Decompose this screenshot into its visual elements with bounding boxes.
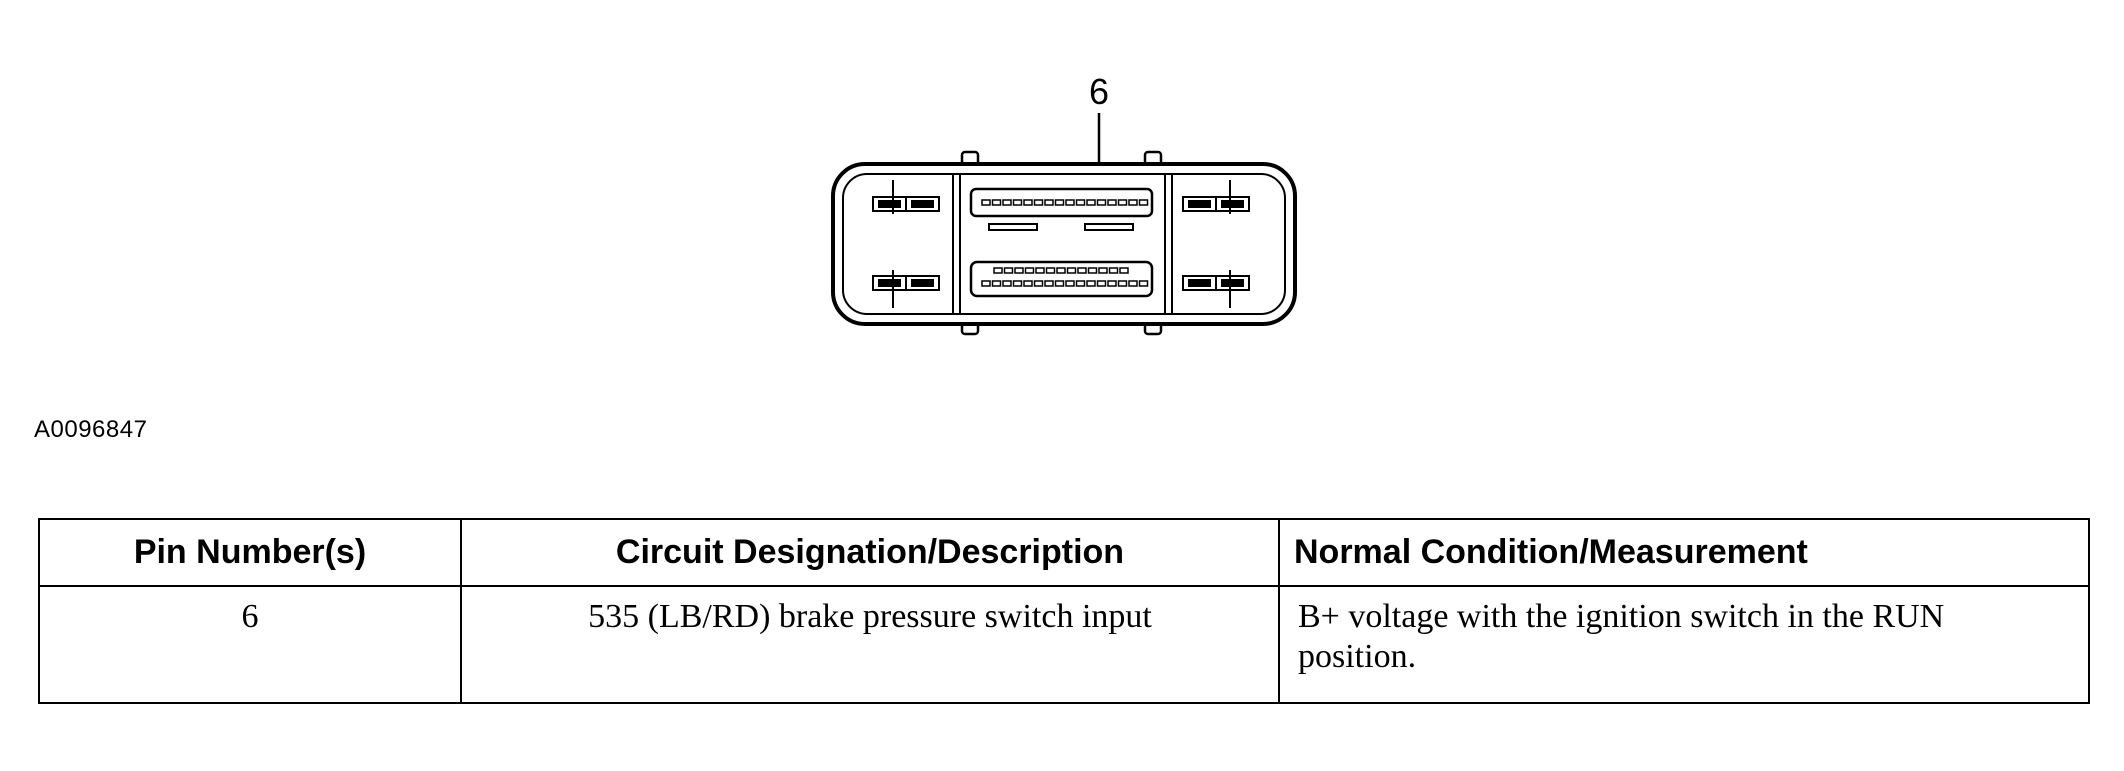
lower-pin-terminal-top: [1119, 267, 1129, 274]
cell-circuit-description: 535 (LB/RD) brake pressure switch input: [460, 585, 1280, 704]
pin-table: Pin Number(s) Circuit Designation/Descri…: [38, 518, 2090, 704]
header-circuit-description: Circuit Designation/Description: [460, 518, 1280, 587]
lower-pin-terminal-top: [1003, 267, 1014, 274]
lower-pin-terminal-bottom: [991, 280, 1002, 287]
lower-pin-terminal-top: [1045, 267, 1056, 274]
upper-pin-terminal: [1128, 199, 1138, 206]
upper-pin-terminal: [1044, 199, 1054, 206]
connector-diagram: 6: [831, 71, 1297, 336]
lower-pin-terminal-top: [1024, 267, 1035, 274]
lower-pin-terminal-bottom: [1044, 280, 1054, 287]
lower-pin-terminal-top: [1087, 267, 1098, 274]
connector-housing: [831, 162, 1297, 326]
lower-pin-terminal-bottom: [1117, 280, 1128, 287]
upper-pin-terminal: [1012, 199, 1023, 206]
lower-pin-terminal-bottom: [1107, 280, 1117, 287]
lower-pin-terminal-top: [1108, 267, 1119, 274]
lower-pin-terminal-top: [1098, 267, 1108, 274]
lower-pin-terminal-bottom: [1054, 280, 1065, 287]
cell-normal-condition: B+ voltage with the ignition switch in t…: [1278, 585, 2090, 704]
lower-pin-terminal-bottom: [1012, 280, 1023, 287]
lower-pin-terminal-bottom: [1065, 280, 1075, 287]
lower-pin-terminal-top: [1035, 267, 1045, 274]
upper-pin-cavity: [969, 187, 1154, 231]
upper-pin-terminal: [1075, 199, 1086, 206]
lower-pin-terminal-bottom: [1033, 280, 1044, 287]
upper-pin-terminal: [1138, 199, 1149, 206]
upper-pin-terminal: [1086, 199, 1096, 206]
upper-pin-terminal: [1054, 199, 1065, 206]
lower-pin-terminal-bottom: [981, 280, 991, 287]
lower-pin-terminal-bottom: [1086, 280, 1096, 287]
upper-pin-terminal: [1107, 199, 1117, 206]
lower-pin-terminal-top: [993, 267, 1003, 274]
upper-pin-terminal: [1065, 199, 1075, 206]
table-header-row: Pin Number(s) Circuit Designation/Descri…: [38, 518, 2090, 587]
upper-pin-terminal: [991, 199, 1002, 206]
lower-pin-terminal-top: [1014, 267, 1024, 274]
left-latches: [872, 180, 940, 308]
lower-pin-terminal-top: [1077, 267, 1087, 274]
cell-pin-number: 6: [38, 585, 462, 704]
upper-pin-terminal: [1117, 199, 1128, 206]
lower-pin-terminal-top: [1066, 267, 1077, 274]
lower-pin-terminal-bottom: [1002, 280, 1012, 287]
lower-pin-cavity: [969, 260, 1154, 298]
header-pin-number: Pin Number(s): [38, 518, 462, 587]
header-normal-condition: Normal Condition/Measurement: [1278, 518, 2090, 587]
lower-pin-terminal-bottom: [1138, 280, 1149, 287]
table-row: 6 535 (LB/RD) brake pressure switch inpu…: [38, 585, 2090, 704]
callout-label: 6: [1089, 71, 1109, 112]
right-latches: [1182, 180, 1250, 308]
lower-pin-terminal-bottom: [1096, 280, 1107, 287]
lower-pin-terminal-bottom: [1023, 280, 1033, 287]
upper-pin-terminal: [1023, 199, 1033, 206]
figure-id: A0096847: [34, 416, 148, 443]
upper-pin-terminal: [1002, 199, 1012, 206]
lower-pin-terminal-top: [1056, 267, 1066, 274]
upper-pin-terminal: [1033, 199, 1044, 206]
lower-pin-terminal-bottom: [1128, 280, 1138, 287]
upper-pin-terminal: [981, 199, 991, 206]
upper-pin-terminal: [1096, 199, 1107, 206]
lower-pin-terminal-bottom: [1075, 280, 1086, 287]
